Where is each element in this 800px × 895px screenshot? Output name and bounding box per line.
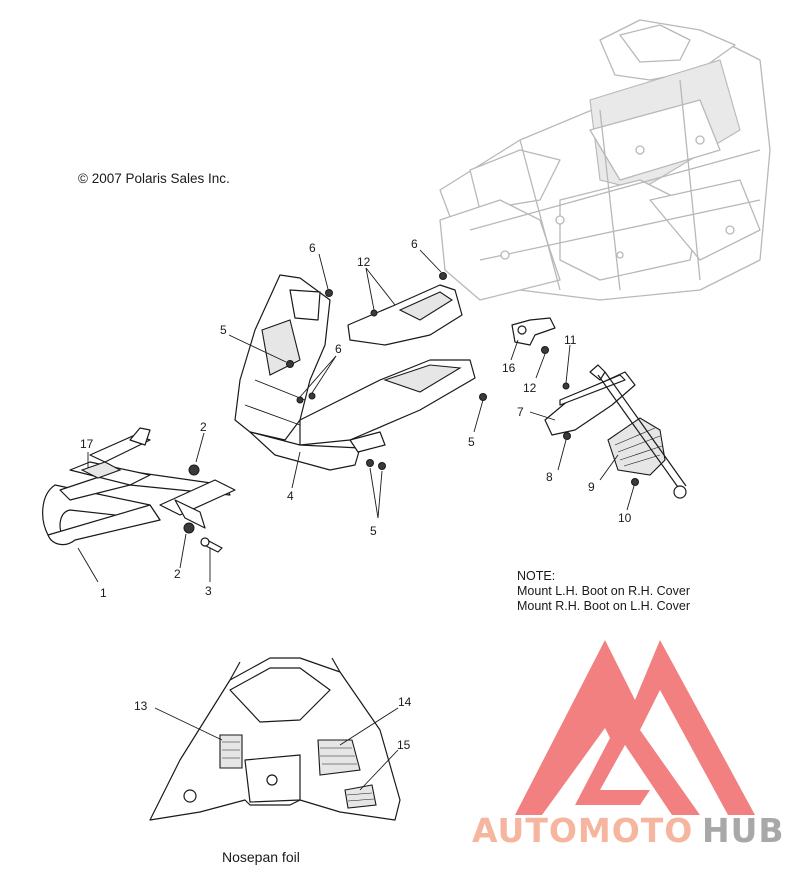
nosepan-foil-caption: Nosepan foil [222, 849, 300, 865]
callout-8: 8 [546, 470, 553, 484]
callout-17: 17 [80, 437, 94, 451]
fasteners [286, 272, 639, 486]
note-heading: NOTE: [517, 569, 555, 583]
callout-5-left: 5 [220, 323, 227, 337]
callout-16: 16 [502, 361, 516, 375]
callout-9: 9 [588, 480, 595, 494]
logo-word-automoto: AUTOMOTO [472, 811, 693, 850]
watermark-logo: AUTOMOTO HUB [472, 640, 785, 850]
callout-2-bottom: 2 [174, 567, 181, 581]
callout-7: 7 [517, 405, 524, 419]
callout-3: 3 [205, 584, 212, 598]
front-bumper [42, 427, 236, 546]
callout-6-mid: 6 [335, 342, 342, 356]
logo-mark [515, 640, 755, 815]
copyright-text: © 2007 Polaris Sales Inc. [78, 171, 230, 186]
callout-11: 11 [564, 333, 577, 347]
cover-panel [347, 284, 463, 346]
callout-6-left: 6 [309, 241, 316, 255]
callout-1: 1 [100, 586, 107, 600]
note-line-1: Mount L.H. Boot on R.H. Cover [517, 584, 690, 598]
callout-5-right: 5 [468, 435, 475, 449]
callout-4: 4 [287, 489, 294, 503]
mounting-note: NOTE: Mount L.H. Boot on R.H. Cover Moun… [517, 569, 690, 613]
callout-13: 13 [134, 699, 148, 713]
callout-15: 15 [397, 738, 411, 752]
callout-14: 14 [398, 695, 412, 709]
callout-2-top: 2 [200, 420, 207, 434]
mount-bracket [511, 317, 556, 346]
callout-labels: 1 17 2 2 3 4 5 5 5 6 6 6 12 12 16 11 7 8… [80, 237, 632, 752]
callout-10: 10 [618, 511, 632, 525]
steering-boot-assembly [544, 364, 687, 499]
callout-leaders [77, 249, 635, 791]
callout-6-right: 6 [411, 237, 418, 251]
callout-5-bottom: 5 [370, 524, 377, 538]
chassis-frame [439, 19, 771, 301]
callout-12-top: 12 [357, 255, 371, 269]
logo-word-hub: HUB [702, 811, 785, 850]
nosepan-foil [149, 657, 401, 821]
nosepan [234, 274, 476, 471]
bolt-nut-hardware [183, 464, 223, 553]
callout-12-right: 12 [523, 381, 537, 395]
note-line-2: Mount R.H. Boot on L.H. Cover [517, 599, 690, 613]
